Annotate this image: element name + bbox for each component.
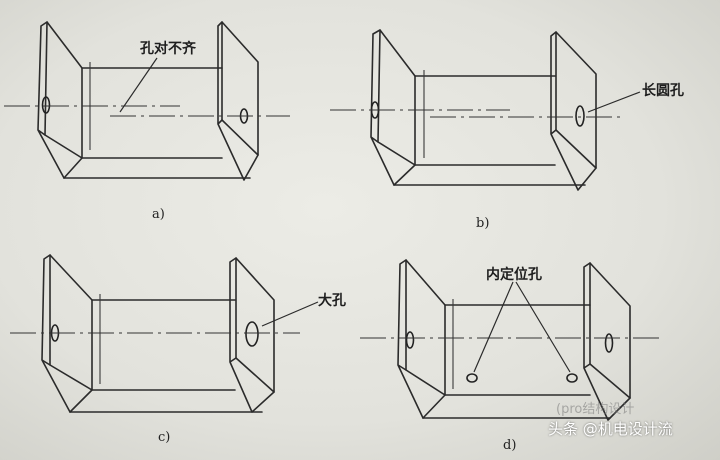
watermark-text: 头条 @机电设计流	[548, 420, 673, 438]
right-flange-thickness-a	[217, 21, 259, 181]
callout-c	[261, 301, 319, 327]
locating-hole-2-d	[566, 373, 578, 383]
hole-left-d	[405, 331, 415, 349]
left-flange-thickness-a	[37, 21, 65, 179]
annotation-slotted-hole: 长圆孔	[642, 83, 684, 99]
left-flange-d	[405, 259, 446, 396]
callout-d	[473, 281, 571, 373]
panel-label-d: d)	[503, 438, 517, 453]
right-flange-thickness-b	[550, 31, 597, 191]
base-d	[422, 304, 611, 419]
annotation-internal-locating-holes: 内定位孔	[486, 267, 542, 283]
left-flange-thickness-c	[41, 254, 71, 413]
bracket-drawing-b	[330, 29, 641, 191]
base-a	[63, 67, 251, 179]
base-b	[393, 75, 586, 186]
watermark-faint-text: (pro结构设计	[556, 402, 635, 417]
left-flange-thickness-b	[370, 29, 395, 186]
hole-left-a	[41, 96, 51, 114]
left-flange-b	[377, 29, 416, 166]
left-flange-a	[44, 21, 83, 159]
left-flange-c	[49, 254, 93, 391]
annotation-large-hole: 大孔	[318, 293, 346, 309]
annotation-misaligned-holes: 孔对不齐	[140, 41, 196, 57]
right-flange-a	[221, 21, 259, 156]
hole-right-d	[604, 333, 614, 353]
left-flange-thickness-d	[397, 259, 424, 419]
right-flange-c	[235, 257, 275, 393]
right-flange-d	[589, 262, 631, 399]
panel-label-a: a)	[152, 207, 165, 222]
bracket-drawing-c	[10, 254, 319, 413]
right-flange-thickness-c	[229, 257, 275, 413]
panel-label-c: c)	[158, 430, 171, 445]
base-c	[69, 299, 263, 413]
callout-a	[119, 57, 158, 113]
large-hole-right-c	[245, 321, 259, 347]
callout-b	[587, 91, 641, 113]
slotted-hole-right-b	[575, 105, 585, 127]
locating-hole-1-d	[466, 373, 478, 383]
panel-label-b: b)	[476, 216, 490, 231]
right-flange-thickness-d	[583, 262, 631, 421]
right-flange-b	[555, 31, 597, 169]
bracket-drawing-a	[4, 21, 290, 181]
bracket-drawing-d	[360, 259, 660, 421]
